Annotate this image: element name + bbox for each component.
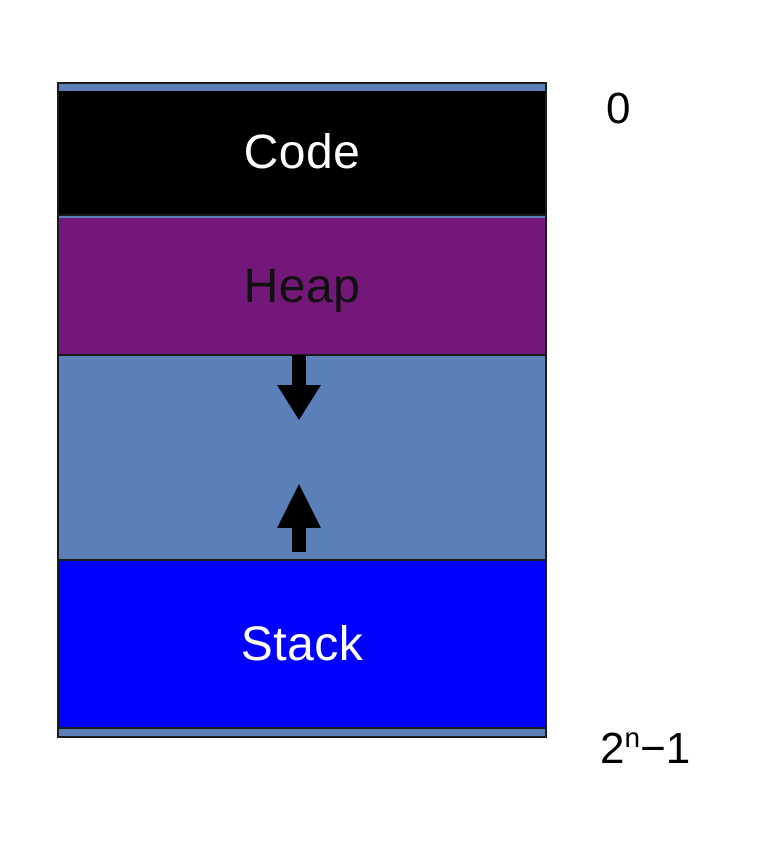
address-end-base: 2 [600,724,625,773]
heap-arrow-head [277,385,321,420]
stack-arrow-head [277,484,321,528]
stack-segment: Stack [59,561,545,729]
stack-arrow-shaft [292,526,306,552]
address-end-suffix: −1 [640,724,691,773]
heap-segment-label: Heap [243,259,361,313]
heap-growth-arrow-icon [277,355,321,420]
address-end-label: 2n−1 [600,722,690,774]
address-end-exponent: n [624,722,641,753]
heap-arrow-shaft [292,355,306,387]
stack-segment-label: Stack [240,617,364,671]
heap-segment: Heap [59,216,545,356]
stack-growth-arrow-icon [277,484,321,552]
address-start-label: 0 [606,84,631,133]
memory-layout: Code Heap Stack [57,82,547,738]
code-segment: Code [59,91,545,216]
code-segment-label: Code [243,126,361,179]
